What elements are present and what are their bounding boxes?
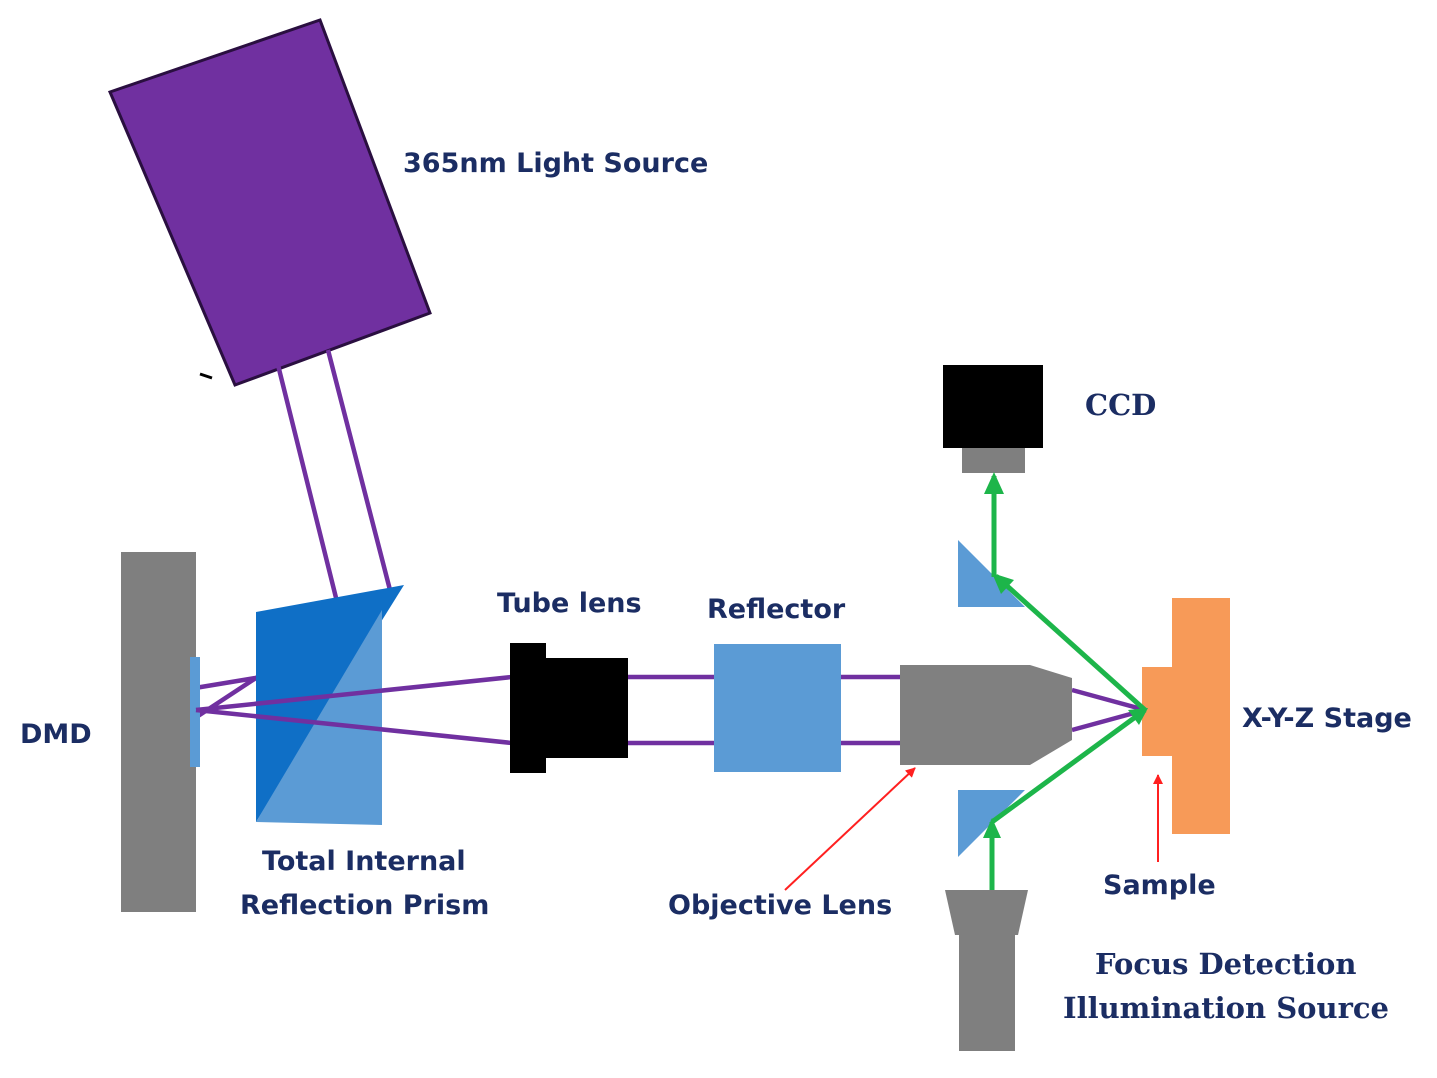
label-light-source: 365nm Light Source [403,148,708,179]
label-xyz-stage: X-Y-Z Stage [1242,703,1412,734]
label-prism-line2: Reflection Prism [240,890,489,921]
tube-lens [510,643,628,773]
label-sample: Sample [1103,870,1216,901]
sample [1142,667,1175,756]
label-focus-line2: Illumination Source [1063,991,1389,1025]
light-source-mount [199,372,213,380]
dmd-mirror-surface [190,657,200,767]
objective-lens [900,665,1072,765]
focus-illumination-source [945,890,1028,1051]
reflector [714,644,841,772]
label-prism-line1: Total Internal [262,846,466,877]
tir-prism [256,585,404,825]
dmd [121,552,196,912]
label-reflector: Reflector [707,594,846,625]
xyz-stage [1172,598,1230,834]
focus-beam [983,472,1148,890]
light-source [107,18,432,387]
label-ccd: CCD [1085,388,1156,422]
label-dmd: DMD [20,719,92,750]
label-tube-lens: Tube lens [497,588,642,619]
ccd-camera [943,365,1043,473]
label-objective-lens: Objective Lens [668,890,892,921]
label-focus-line1: Focus Detection [1095,947,1356,981]
objective-pointer-arrow [784,767,916,891]
